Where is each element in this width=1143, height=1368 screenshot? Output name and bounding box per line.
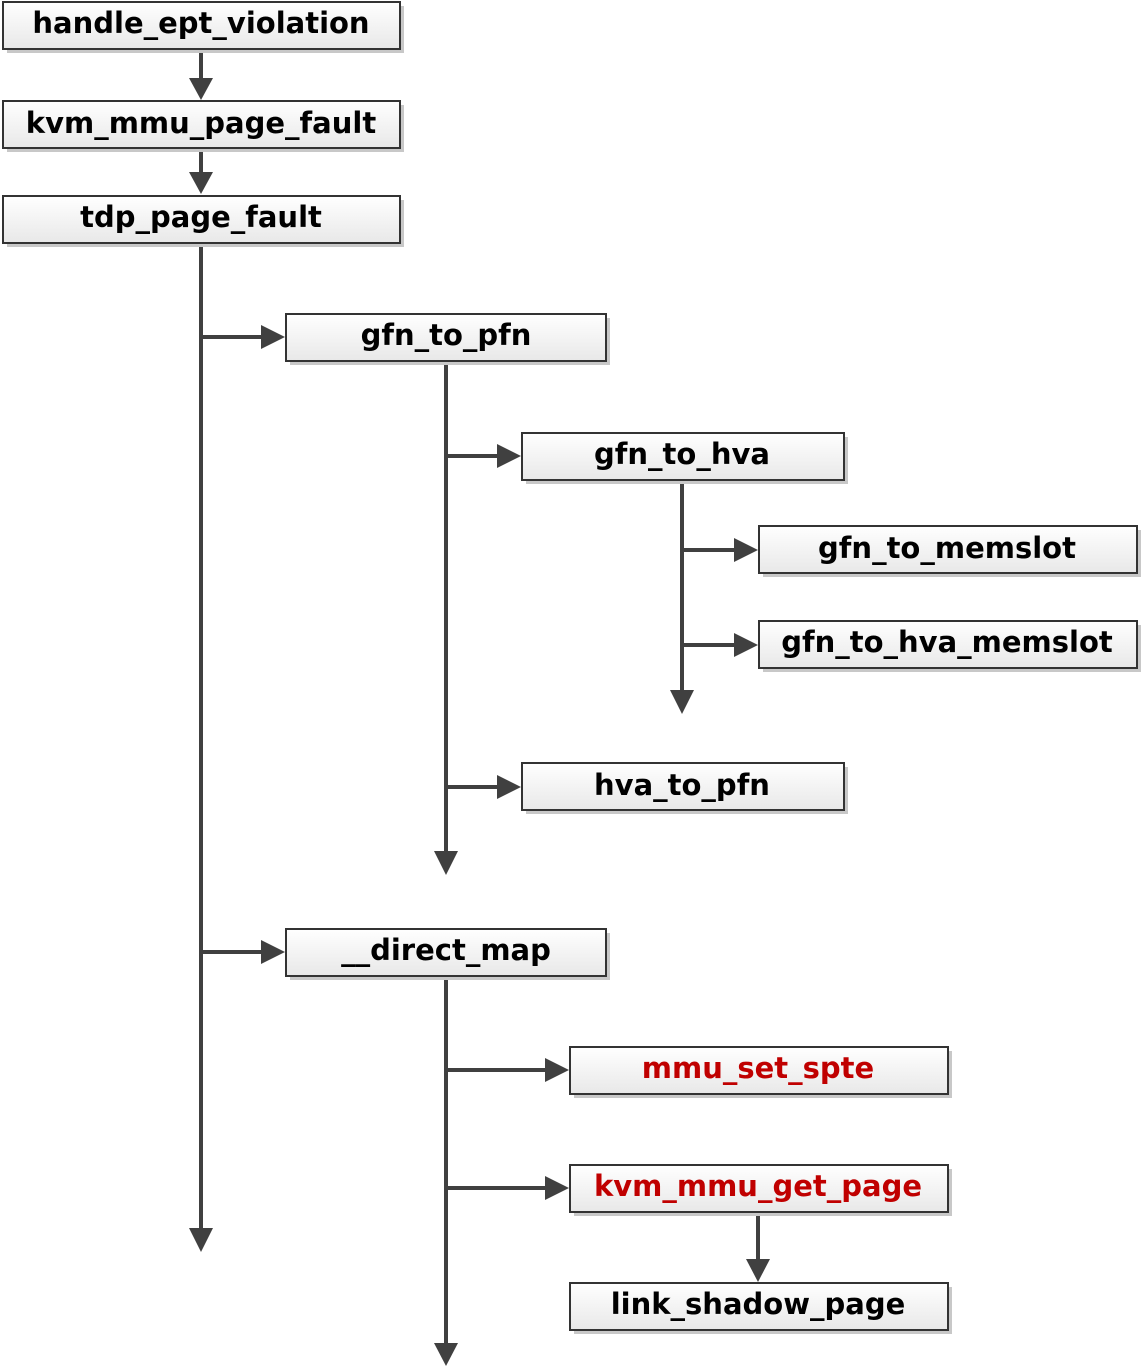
node-label: gfn_to_hva [594,437,770,471]
node-handle-ept-violation: handle_ept_violation [2,1,404,53]
node-link-shadow-page: link_shadow_page [569,1282,952,1334]
arrowhead [746,1259,770,1282]
node-direct-map: __direct_map [285,928,610,980]
edges [189,50,770,1366]
arrowhead [670,690,694,714]
node-label: hva_to_pfn [594,768,770,802]
arrowhead [497,775,521,799]
node-label: mmu_set_spte [642,1051,874,1085]
arrowhead [434,1343,458,1366]
node-gfn-to-pfn: gfn_to_pfn [285,313,610,365]
arrowhead [734,633,758,657]
node-label: link_shadow_page [611,1287,906,1321]
node-label: __direct_map [341,933,551,967]
node-label: gfn_to_hva_memslot [781,625,1113,659]
node-mmu-set-spte: mmu_set_spte [569,1046,952,1098]
node-label: handle_ept_violation [32,6,369,40]
node-tdp-page-fault: tdp_page_fault [2,195,404,247]
node-label: kvm_mmu_page_fault [26,106,377,140]
node-kvm-mmu-get-page: kvm_mmu_get_page [569,1164,952,1216]
node-gfn-to-hva-memslot: gfn_to_hva_memslot [758,620,1141,672]
arrowhead [545,1058,569,1082]
arrowhead [497,444,521,468]
node-label: tdp_page_fault [80,200,322,234]
arrowhead [261,940,285,964]
arrowhead [434,851,458,875]
node-label: kvm_mmu_get_page [594,1169,922,1203]
node-hva-to-pfn: hva_to_pfn [521,762,848,814]
node-gfn-to-hva: gfn_to_hva [521,432,848,484]
node-label: gfn_to_pfn [361,318,532,352]
arrowhead [261,325,285,349]
arrowhead [189,78,213,100]
arrowhead [189,1228,213,1252]
arrowhead [545,1176,569,1200]
arrowhead [189,172,213,194]
node-kvm-mmu-page-fault: kvm_mmu_page_fault [2,100,404,152]
nodes: handle_ept_violation kvm_mmu_page_fault … [2,1,1141,1334]
arrowhead [734,538,758,562]
node-gfn-to-memslot: gfn_to_memslot [758,525,1141,577]
node-label: gfn_to_memslot [818,531,1076,565]
